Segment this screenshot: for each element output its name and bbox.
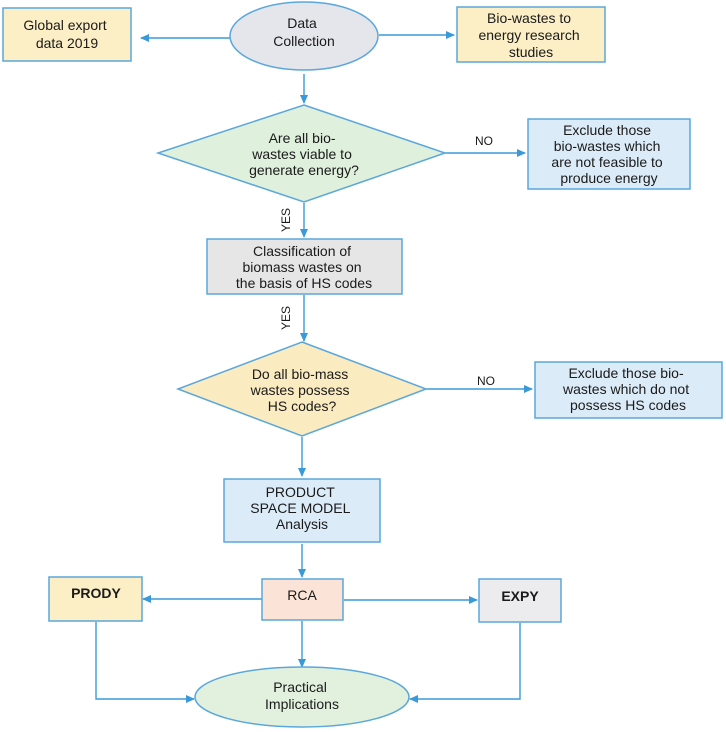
edge-label-no-viable: NO (475, 134, 493, 148)
node-expy: EXPY (478, 578, 562, 623)
node-rca-label: RCA (287, 587, 317, 603)
edge-label-yes-viable: YES (279, 208, 293, 232)
edge-label-yes-classification: YES (279, 306, 293, 330)
svg-text:Bio-wastes to energy res: Bio-wastes to energy research studies (478, 10, 583, 60)
node-exclude-not-feasible: Exclude those bio-wastes which are not f… (527, 118, 691, 190)
node-rca: RCA (261, 578, 344, 621)
svg-text:Data Collection: Data Collection (273, 15, 334, 49)
node-classification: Classification of biomass wastes on the … (206, 238, 403, 295)
node-exclude-not-feasible-line: Exclude those (563, 122, 651, 138)
node-exclude-no-hs-shape (534, 361, 723, 419)
node-data-collection: Data Collection (229, 1, 379, 71)
svg-text:Are all bio- wastes viab: Are all bio- wastes viable to generate e… (249, 130, 359, 178)
node-data-collection-line: Collection (273, 33, 334, 49)
node-bio-wastes-studies-line: studies (509, 44, 553, 60)
node-expy-label: EXPY (501, 588, 539, 604)
node-viable-decision: Are all bio- wastes viable to generate e… (155, 104, 448, 203)
svg-text:Classification of biomas: Classification of biomass wastes on the … (236, 243, 372, 291)
node-product-space-line: SPACE MODEL (250, 500, 350, 516)
svg-text:RCA: RCA (287, 587, 317, 603)
node-viable-decision-line: wastes viable to (251, 146, 352, 162)
node-practical-implications-line: Practical (273, 679, 327, 695)
node-exclude-not-feasible-line: produce energy (560, 170, 657, 186)
node-prody-shape (48, 576, 143, 622)
node-practical-implications-line: Implications (265, 696, 339, 712)
svg-text:EXPY: EXPY (501, 588, 539, 604)
node-exclude-no-hs-line: possess HS codes (570, 397, 686, 413)
node-product-space-shape (223, 478, 381, 543)
svg-text:PRODUCT SPACE MODEL: PRODUCT SPACE MODEL Analysis (250, 484, 353, 532)
node-hs-codes-decision-line: Do all bio-mass (252, 366, 348, 382)
svg-text:Practical Implications: Practical Implications (265, 679, 339, 712)
node-exclude-no-hs: Exclude those bio- wastes which do not p… (534, 361, 723, 419)
node-viable-decision-shape (155, 104, 448, 203)
node-rca-shape (261, 578, 344, 621)
node-exclude-no-hs-line: wastes which do not (562, 381, 689, 397)
node-bio-wastes-studies-line: Bio-wastes to (487, 10, 571, 26)
node-practical-implications-shape (194, 666, 410, 728)
edge-prody-to-implications (95, 622, 195, 703)
svg-text:Exclude those bio-wastes: Exclude those bio-wastes which are not f… (551, 122, 666, 186)
node-global-export-line: Global export (23, 17, 106, 33)
svg-text:Exclude those bio- waste: Exclude those bio- wastes which do not p… (562, 365, 693, 413)
node-classification-line: the basis of HS codes (236, 275, 372, 291)
node-data-collection-shape (229, 1, 379, 71)
node-exclude-no-hs-line: Exclude those bio- (568, 365, 684, 381)
node-data-collection-line: Data (287, 15, 317, 31)
node-practical-implications: Practical Implications (194, 666, 410, 728)
node-classification-shape (206, 238, 403, 295)
node-product-space-line: Analysis (276, 516, 328, 532)
node-bio-wastes-studies: Bio-wastes to energy research studies (456, 6, 606, 63)
svg-text:Do all bio-mass wastes p: Do all bio-mass wastes possess HS codes? (250, 366, 354, 414)
node-expy-shape (478, 578, 562, 623)
node-prody: PRODY (48, 576, 143, 622)
edge-label-no-hs: NO (477, 374, 495, 388)
node-product-space-line: PRODUCT (266, 484, 336, 500)
svg-text:PRODY: PRODY (71, 585, 121, 601)
node-viable-decision-line: generate energy? (249, 162, 359, 178)
node-global-export-shape (2, 7, 132, 62)
node-classification-line: Classification of (253, 243, 351, 259)
node-hs-codes-decision-line: HS codes? (268, 398, 337, 414)
node-classification-line: biomass wastes on (243, 259, 362, 275)
connectors (95, 31, 533, 703)
node-hs-codes-decision-shape (175, 341, 429, 437)
node-hs-codes-decision-line: wastes possess (250, 382, 350, 398)
node-prody-label: PRODY (71, 585, 121, 601)
svg-text:Global export data 2019: Global export data 2019 (23, 17, 110, 51)
node-exclude-not-feasible-shape (527, 118, 691, 190)
edge-expy-to-implications (409, 623, 521, 703)
node-global-export: Global export data 2019 (2, 7, 132, 62)
node-viable-decision-line: Are all bio- (269, 130, 336, 146)
node-exclude-not-feasible-line: bio-wastes which (554, 138, 661, 154)
node-global-export-line: data 2019 (36, 35, 98, 51)
node-bio-wastes-studies-shape (456, 6, 606, 63)
node-product-space: PRODUCT SPACE MODEL Analysis (223, 478, 381, 543)
node-hs-codes-decision: Do all bio-mass wastes possess HS codes? (175, 341, 429, 437)
node-bio-wastes-studies-line: energy research (478, 27, 579, 43)
node-exclude-not-feasible-line: are not feasible to (551, 154, 663, 170)
